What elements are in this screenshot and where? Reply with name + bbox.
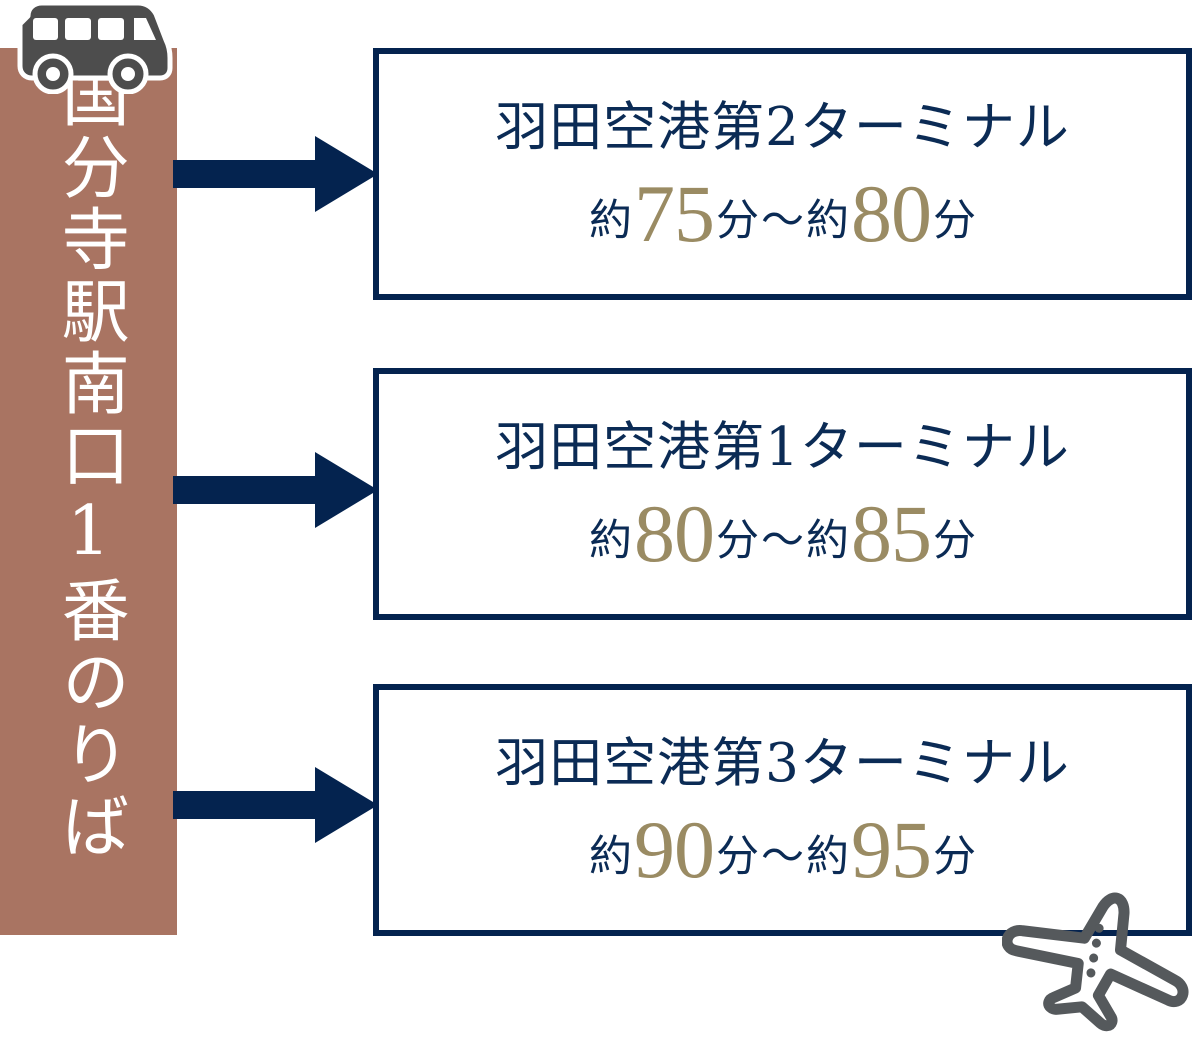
duration-unit: 分 [716,832,759,883]
origin-label: 国分寺駅南口1番のりば [0,60,177,890]
destination-title: 羽田空港第1ターミナル [495,416,1070,478]
destination-title: 羽田空港第3ターミナル [495,732,1070,794]
duration-unit: 分 [716,516,759,567]
bus-icon [6,0,178,95]
duration-separator: 〜 [761,516,804,567]
duration-separator: 〜 [761,196,804,247]
destination-duration: 約 75 分 〜 約 80 分 [589,167,976,255]
arrow-right-icon [173,128,378,220]
arrow-right-icon [173,444,378,536]
destination-box: 羽田空港第2ターミナル 約 75 分 〜 約 80 分 [373,48,1192,300]
duration-approx-prefix-2: 約 [806,832,849,883]
duration-approx-prefix: 約 [589,832,632,883]
duration-unit: 分 [716,196,759,247]
duration-separator: 〜 [761,832,804,883]
origin-label-text: 国分寺駅南口1番のりば [49,60,129,863]
duration-max-value: 95 [851,804,932,896]
duration-unit-2: 分 [933,832,976,883]
duration-min-value: 80 [634,488,715,580]
destination-duration: 約 80 分 〜 約 85 分 [589,487,976,575]
duration-approx-prefix-2: 約 [806,196,849,247]
duration-approx-prefix: 約 [589,196,632,247]
duration-approx-prefix-2: 約 [806,516,849,567]
duration-max-value: 80 [851,168,932,260]
arrow-right-icon [173,759,378,851]
duration-approx-prefix: 約 [589,516,632,567]
destination-box: 羽田空港第1ターミナル 約 80 分 〜 約 85 分 [373,368,1192,620]
airplane-icon [1001,882,1198,1034]
destination-box: 羽田空港第3ターミナル 約 90 分 〜 約 95 分 [373,684,1192,936]
destination-title: 羽田空港第2ターミナル [495,96,1070,158]
duration-unit-2: 分 [933,516,976,567]
duration-min-value: 90 [634,804,715,896]
destination-duration: 約 90 分 〜 約 95 分 [589,803,976,891]
duration-unit-2: 分 [933,196,976,247]
duration-min-value: 75 [634,168,715,260]
duration-max-value: 85 [851,488,932,580]
origin-bar [0,48,177,935]
